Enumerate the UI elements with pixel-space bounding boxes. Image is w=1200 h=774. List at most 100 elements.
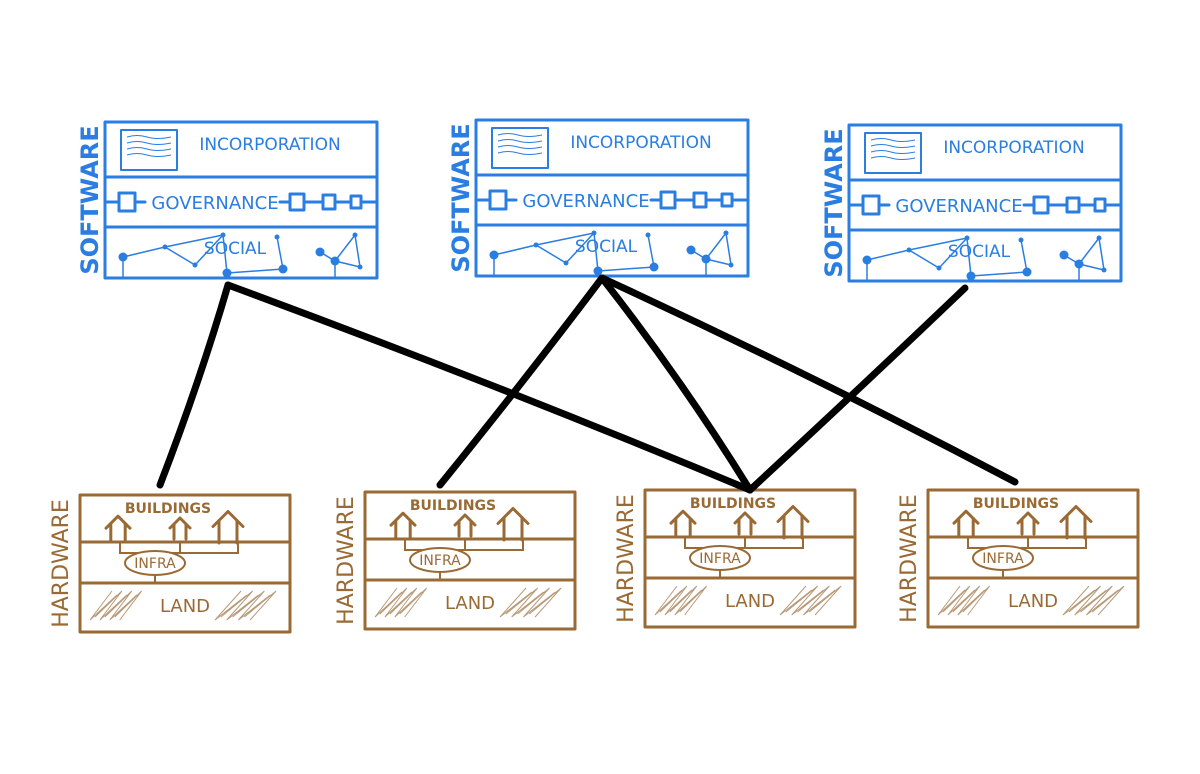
network-edge (122, 246, 166, 258)
network-edge (705, 232, 727, 260)
software-frame (474, 118, 750, 278)
network-node-icon (330, 256, 340, 266)
hardware-frame (363, 490, 577, 631)
network-node-icon (649, 262, 659, 272)
layer-governance: GOVERNANCE (151, 193, 278, 214)
land-scribble (937, 585, 991, 616)
layer-buildings: BUILDINGS (690, 496, 776, 512)
layer-infra: INFRA (699, 551, 741, 567)
network-edge (493, 244, 537, 256)
layer-governance: GOVERNANCE (895, 196, 1022, 217)
software-frame (847, 123, 1123, 283)
network-edge (725, 232, 732, 266)
layer-buildings: BUILDINGS (125, 501, 211, 517)
hardware-frame (78, 493, 292, 634)
layer-land: LAND (445, 593, 495, 614)
house-icon (733, 511, 757, 536)
network-edge (970, 271, 1028, 277)
network-node-icon (274, 234, 280, 240)
chain-block-icon (692, 191, 708, 209)
network-node-icon (645, 232, 651, 238)
network-edge (966, 237, 972, 277)
connection-line (224, 281, 754, 494)
connection-line (156, 281, 232, 489)
land-scribble (499, 587, 562, 618)
chain-block-icon (349, 194, 363, 210)
network-edge (164, 246, 196, 266)
certificate-line (870, 144, 916, 148)
network-node-icon (936, 265, 942, 271)
infra-pipe (684, 537, 804, 549)
software-side-label: SOFTWARE (76, 125, 104, 274)
network-node-icon (220, 232, 226, 238)
network-node-icon (278, 264, 288, 274)
layer-social: SOCIAL (575, 237, 638, 257)
network-node-icon (593, 266, 603, 276)
network-node-icon (966, 271, 976, 281)
house-icon (389, 511, 417, 540)
network-edge (908, 249, 940, 269)
infra-pipe (967, 537, 1087, 549)
land-scribble (779, 585, 842, 616)
network-edge (276, 236, 284, 270)
network-edge (222, 234, 228, 274)
land-scribble (214, 590, 277, 621)
network-node-icon (701, 254, 711, 264)
chain-block-icon (720, 192, 734, 208)
network-edge (354, 234, 361, 268)
network-edge (535, 232, 595, 246)
network-edge (164, 234, 224, 248)
chain-block-icon (1032, 195, 1050, 215)
certificate-line (497, 133, 543, 137)
network-edge (938, 237, 968, 269)
house-icon (952, 509, 980, 538)
network-node-icon (728, 262, 734, 268)
certificate-icon (120, 129, 178, 171)
network-node-icon (964, 235, 970, 241)
network-edge (593, 232, 599, 272)
chain-block-icon (1093, 197, 1107, 213)
chain-block-icon (1065, 196, 1081, 214)
network-node-icon (533, 242, 539, 248)
layer-infra: INFRA (419, 553, 461, 569)
network-edge (565, 232, 595, 264)
layer-social: SOCIAL (948, 242, 1011, 262)
certificate-line (126, 147, 172, 151)
network-node-icon (686, 245, 696, 255)
certificate-line (126, 141, 172, 145)
chain-block-icon (659, 190, 677, 210)
infra-bubble (689, 545, 751, 571)
house-icon (669, 509, 697, 538)
house-icon (496, 507, 530, 542)
certificate-icon (491, 127, 549, 169)
certificate-frame (120, 129, 178, 171)
connection-line (598, 274, 754, 494)
certificate-line (870, 150, 916, 154)
connection-line (746, 284, 969, 494)
certificate-line (126, 135, 172, 139)
house-icon (168, 516, 192, 541)
hardware-side-label: HARDWARE (614, 494, 639, 623)
infra-pipe (404, 539, 524, 551)
network-node-icon (118, 252, 128, 262)
house-icon (1059, 505, 1093, 540)
network-node-icon (192, 262, 198, 268)
connection-line (436, 274, 606, 489)
certificate-line (497, 151, 543, 155)
network-edge (1098, 237, 1105, 271)
layer-social: SOCIAL (204, 239, 267, 259)
network-edge (1020, 239, 1028, 273)
network-edge (597, 266, 655, 272)
network-node-icon (1018, 237, 1024, 243)
layer-governance: GOVERNANCE (522, 191, 649, 212)
network-node-icon (222, 268, 232, 278)
chain-block-icon (321, 193, 337, 211)
layer-land: LAND (160, 596, 210, 617)
network-edge (194, 234, 224, 266)
layer-infra: INFRA (134, 556, 176, 572)
